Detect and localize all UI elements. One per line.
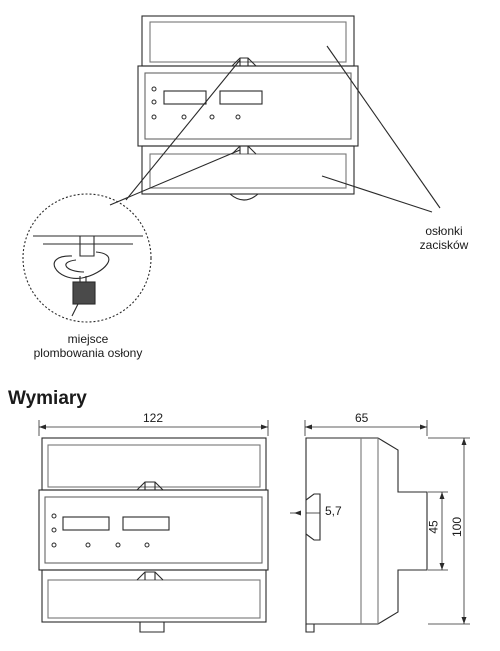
meter-body — [137, 65, 359, 147]
rail-offset-value: 5,7 — [325, 504, 342, 518]
seal-place-line1: miejsce — [67, 332, 109, 346]
seal-detail-circle — [22, 193, 152, 323]
seal-place-line2: plombowania osłony — [33, 346, 143, 360]
depth-value: 65 — [355, 411, 369, 425]
terminal-covers-label: osłonki zacisków — [412, 224, 476, 252]
zoom-leader-1 — [125, 59, 241, 201]
terminal-covers-line2: zacisków — [419, 238, 469, 252]
din-clip — [229, 193, 259, 201]
total-height-value: 100 — [450, 516, 465, 538]
leader-upper-cover — [326, 45, 441, 209]
lower-seal-notch — [231, 145, 257, 155]
front-dimension-view — [38, 420, 269, 633]
display-left — [163, 90, 207, 105]
width-value: 122 — [143, 411, 164, 425]
top-meter-view — [137, 15, 359, 201]
seal-place-label: miejsce plombowania osłony — [20, 332, 156, 360]
display-right — [219, 90, 263, 105]
seal-icon — [72, 281, 96, 305]
upper-seal-notch — [231, 57, 257, 67]
zoom-leader-2 — [109, 149, 241, 206]
dimensions-title: Wymiary — [8, 388, 87, 409]
leader-lower-cover — [321, 175, 433, 213]
terminal-covers-line1: osłonki — [425, 224, 463, 238]
side-dimension-view — [290, 420, 470, 633]
inner-height-value: 45 — [426, 520, 441, 534]
